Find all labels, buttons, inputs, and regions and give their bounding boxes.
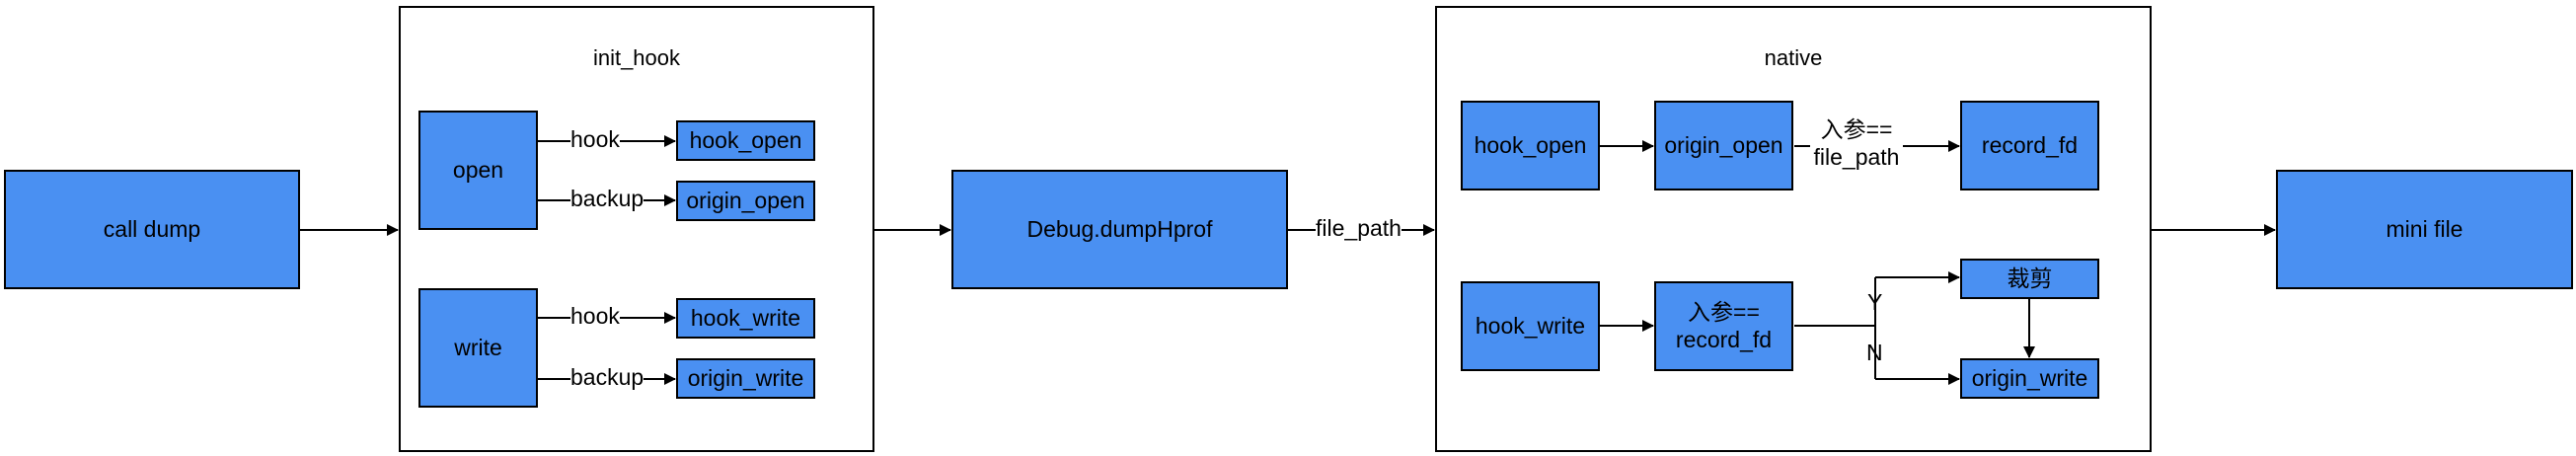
label-open-hook: hook	[570, 126, 620, 154]
label-file-path: file_path	[1316, 215, 1402, 243]
condition-record-fd-node: 入参== record_fd	[1654, 281, 1793, 371]
init-hook-title: init_hook	[592, 45, 681, 70]
origin-open-node: origin_open	[676, 181, 815, 221]
label-write-hook: hook	[570, 303, 620, 331]
record-fd-node: record_fd	[1960, 101, 2099, 190]
call-dump-node: call dump	[4, 170, 300, 289]
label-param-eq-file-path: 入参== file_path	[1810, 116, 1903, 172]
mini-file-node: mini file	[2276, 170, 2573, 289]
hook-open-node: hook_open	[676, 120, 815, 161]
debug-dumphprof-node: Debug.dumpHprof	[951, 170, 1288, 289]
write-node: write	[418, 288, 538, 408]
native-origin-write-node: origin_write	[1960, 358, 2099, 399]
label-yes: Y	[1867, 289, 1883, 315]
open-node: open	[418, 111, 538, 230]
origin-write-node: origin_write	[676, 358, 815, 399]
label-open-backup: backup	[570, 186, 644, 213]
native-title: native	[1764, 45, 1823, 70]
label-write-backup: backup	[570, 364, 644, 392]
native-origin-open-node: origin_open	[1654, 101, 1793, 190]
native-hook-write-node: hook_write	[1461, 281, 1600, 371]
hook-write-node: hook_write	[676, 298, 815, 339]
label-no: N	[1866, 340, 1883, 365]
native-hook-open-node: hook_open	[1461, 101, 1600, 190]
crop-node: 裁剪	[1960, 259, 2099, 299]
